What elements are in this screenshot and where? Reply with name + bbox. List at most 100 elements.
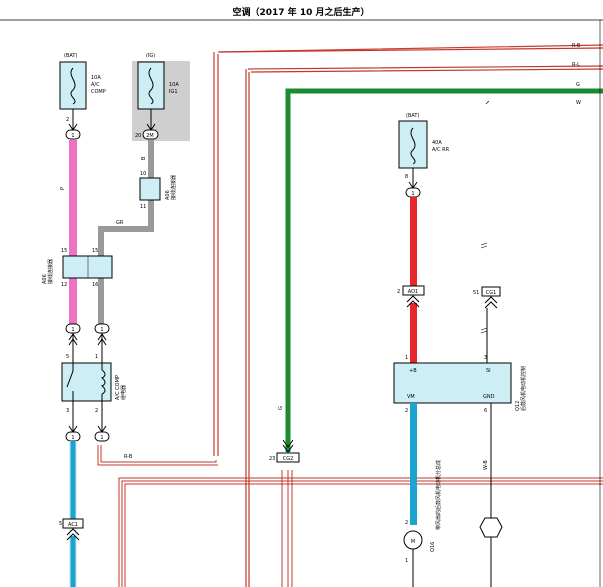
wire-red-lower	[410, 303, 417, 363]
controller-pin1: 1	[405, 355, 408, 361]
fuse-bat-box	[59, 61, 87, 110]
fuse-icon	[148, 67, 154, 105]
motor-code: Q16	[430, 542, 436, 552]
fuse-icon	[70, 67, 76, 105]
conn-a08-name: 接线连接器	[47, 259, 54, 284]
junction-ac1-code: AC1	[68, 522, 78, 528]
connector-pin-label: 1	[411, 191, 414, 197]
controller-code: Q12	[515, 401, 521, 411]
coil-icon	[101, 369, 106, 395]
motor-symbol: M	[411, 539, 415, 545]
relay-box	[61, 362, 112, 402]
tick-mark	[480, 242, 488, 249]
connector-a06-wide	[62, 255, 113, 279]
wire-label-rb-bottom: R-B	[124, 454, 133, 460]
motor-name: 带风扇的后鼓风机电动机分总成	[435, 460, 442, 530]
junction-ao1	[402, 285, 425, 296]
fuse-ig-name: IG1	[169, 89, 178, 95]
fuse-ig-box	[137, 61, 165, 110]
controller-pin-si: SI	[486, 368, 491, 374]
wire-label-g-vert: G	[278, 406, 284, 410]
diagram-title: 空调（2017 年 10 月之后生产）	[233, 6, 370, 18]
ground-point-icon	[479, 517, 503, 538]
connector-pin-1	[65, 129, 81, 140]
conn-a06-code: A06	[165, 190, 171, 200]
connector-pin-label: 1	[71, 133, 74, 139]
connector-a06-small	[139, 177, 161, 201]
fuse-rr-pin: 8	[405, 174, 408, 180]
fuse-bat-name-1: A/C	[91, 82, 100, 88]
controller-pin-gnd: GND	[483, 394, 495, 400]
relay-pin5: 5	[66, 354, 69, 360]
conn-a06-name: 接线连接器	[170, 175, 177, 200]
wire-gray-gr	[98, 200, 154, 256]
fuse-rr-name: A/C RR	[432, 147, 450, 153]
conn-a08-code: A06	[42, 274, 48, 284]
wire-pink-upper	[69, 140, 77, 256]
wire-label-g-top: G	[576, 82, 580, 88]
chevron-up-icon	[68, 333, 78, 346]
wire-bundle-lower	[281, 470, 293, 587]
fuse-icon	[410, 127, 416, 165]
wire-gray-ig	[148, 140, 154, 178]
chevron-up-icon	[97, 333, 107, 346]
tick-mark	[485, 100, 490, 105]
junction-ac1-pin: 5	[59, 521, 62, 527]
connector-pin-label: 1	[71, 435, 74, 441]
fuse-ig-source: (IG)	[146, 53, 155, 59]
fuse-ig-rating: 10A	[169, 82, 179, 88]
connector-pin-label: 1	[71, 327, 74, 333]
fuse-rr-rating: 40A	[432, 140, 442, 146]
fuse-bat-rating: 10A	[91, 75, 101, 81]
wire-pink-lower	[69, 278, 77, 324]
wire-label-p: P	[60, 187, 66, 190]
controller-pin6: 6	[484, 408, 487, 414]
junction-cg2	[276, 452, 300, 463]
junction-cg2-pin: 23	[269, 456, 275, 462]
connector-pin-1	[94, 431, 110, 442]
connector-pin-label: 1	[100, 435, 103, 441]
wire-rb-bundle	[213, 44, 603, 456]
junction-ao1-code: AO1	[408, 289, 418, 295]
controller-pin-pb: +B	[409, 368, 417, 374]
relay-pin1: 1	[95, 354, 98, 360]
conn-a08-pin12: 12	[61, 282, 67, 288]
wire-label-w-top: W	[576, 100, 581, 106]
connector-pin-label: 1	[100, 327, 103, 333]
fuse-bat-source: (BAT)	[64, 53, 77, 59]
junction-cg1	[481, 286, 501, 297]
controller-pin-vm: VM	[407, 394, 415, 400]
tick-mark	[480, 327, 488, 334]
relay-pin3: 3	[66, 408, 69, 414]
wire-rl-bundle	[245, 65, 603, 587]
wire-cyan-right	[410, 403, 417, 525]
wire-rb-bottom	[97, 445, 603, 587]
fuse-ig-pin: 20	[135, 133, 141, 139]
junction-ac1	[62, 518, 84, 529]
controller-name: 后鼓风机电动机控制	[520, 366, 527, 411]
connector-2m-label: 2M	[146, 133, 154, 139]
wire-red-upper	[410, 197, 417, 286]
wire-label-w-vert: W-B	[483, 460, 489, 470]
junction-cg1-pin: 51	[473, 290, 479, 296]
fuse-rr-box	[398, 120, 428, 169]
conn-a06-pin11: 11	[140, 204, 146, 210]
chevron-down-icon	[282, 439, 294, 453]
controller-pin2: 2	[405, 408, 408, 414]
chevron-up-icon	[406, 295, 420, 308]
controller-pin3: 3	[484, 355, 487, 361]
motor-pin2: 2	[405, 520, 408, 526]
wire-label-rb-top: R-B	[572, 43, 581, 49]
connector-2m	[142, 129, 159, 140]
wire-green	[285, 88, 603, 452]
wire-label-rl-top: R-L	[572, 62, 580, 68]
conn-a06-pin10: 10	[140, 171, 146, 177]
conn-a08-pin15-right: 15	[92, 248, 98, 254]
relay-pin2: 2	[95, 408, 98, 414]
chevron-up-icon	[484, 296, 498, 309]
junction-ao1-pin: 2	[397, 289, 400, 295]
wire-label-gr: GR	[116, 220, 124, 226]
junction-cg1-code: CG1	[486, 290, 497, 296]
